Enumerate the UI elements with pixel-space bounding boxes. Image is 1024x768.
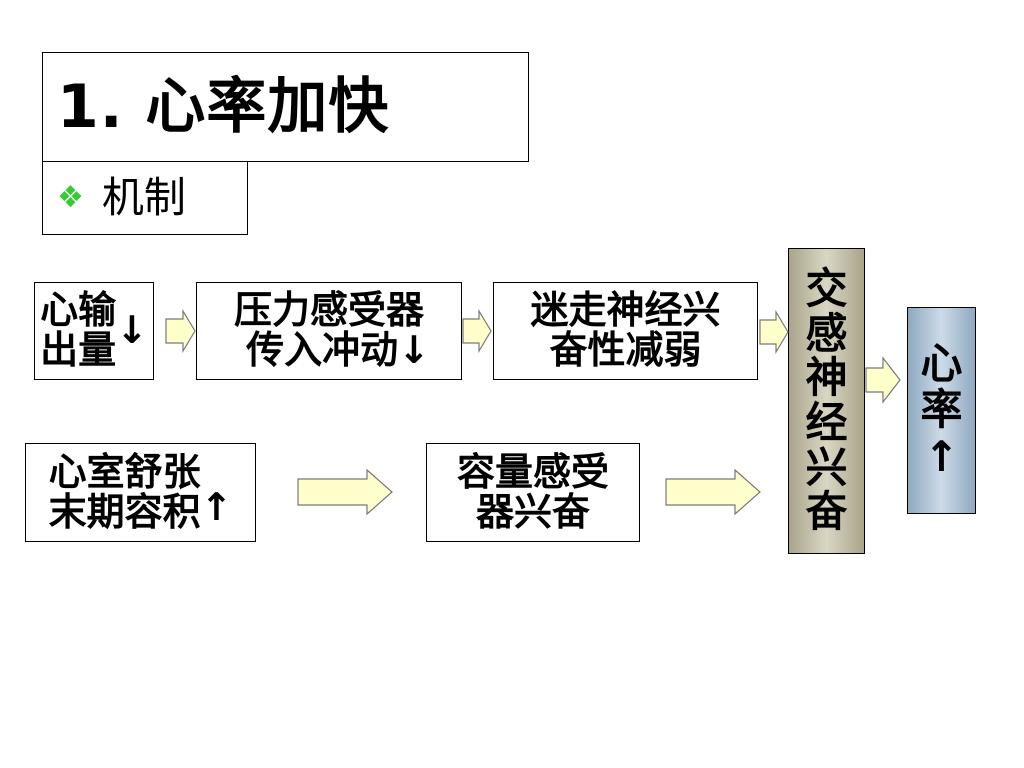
vagus-node: 迷走神经兴 奋性减弱 <box>493 282 758 380</box>
flow-arrow-2 <box>462 308 492 354</box>
decrease-arrow-icon: ↓ <box>116 308 148 353</box>
cardiac-output-node: 心输 出量 ↓ <box>34 282 154 380</box>
vagus-line2: 奋性减弱 <box>549 328 702 372</box>
bullet-label: 机制 <box>101 172 186 222</box>
increase-arrow-icon: ↑ <box>200 484 233 529</box>
volume-receptor-line2: 器兴奋 <box>475 489 590 534</box>
sympathetic-char: 经 <box>805 398 848 447</box>
sympathetic-excitation-node: 交 感 神 经 兴 奋 <box>788 248 865 554</box>
bullet-box: ❖ 机制 <box>42 161 248 235</box>
baroreceptor-line2: 传入冲动 <box>246 328 399 372</box>
flow-arrow-3 <box>759 309 789 355</box>
increase-arrow-icon: ↑ <box>923 431 960 481</box>
diamond-bullet-icon: ❖ <box>57 180 84 216</box>
heart-rate-char: 率 <box>920 385 963 435</box>
sympathetic-char: 神 <box>805 353 848 403</box>
flow-arrow-6 <box>865 356 901 404</box>
baroreceptor-line2-wrap: 传入冲动↓ <box>228 328 430 372</box>
sympathetic-char: 交 <box>805 264 848 314</box>
flow-arrow-1 <box>165 308 196 354</box>
page-title: 1. 心率加快 <box>57 71 390 142</box>
heart-rate-node: 心 率 ↑ <box>907 307 976 514</box>
vagus-line1: 迷走神经兴 <box>530 288 721 333</box>
sympathetic-char: 奋 <box>805 487 848 537</box>
flow-arrow-4 <box>297 468 393 516</box>
edv-node: 心室舒张 末期容积 ↑ <box>25 443 256 542</box>
flow-arrow-5 <box>665 468 761 516</box>
volume-receptor-line1: 容量感受 <box>456 449 609 494</box>
cardiac-output-line1: 心输 <box>40 288 117 333</box>
edv-line1: 心室舒张 <box>48 449 201 494</box>
volume-receptor-node: 容量感受 器兴奋 <box>426 443 640 542</box>
sympathetic-char: 感 <box>805 308 848 358</box>
heart-rate-char: 心 <box>920 339 963 389</box>
baroreceptor-node: 压力感受器 传入冲动↓ <box>196 282 462 380</box>
decrease-arrow-icon: ↓ <box>398 328 430 372</box>
sympathetic-char: 兴 <box>805 442 848 492</box>
title-box: 1. 心率加快 <box>42 52 529 162</box>
edv-line2: 末期容积 <box>48 489 201 534</box>
cardiac-output-line2: 出量 <box>40 328 117 372</box>
baroreceptor-line1: 压力感受器 <box>233 288 424 333</box>
